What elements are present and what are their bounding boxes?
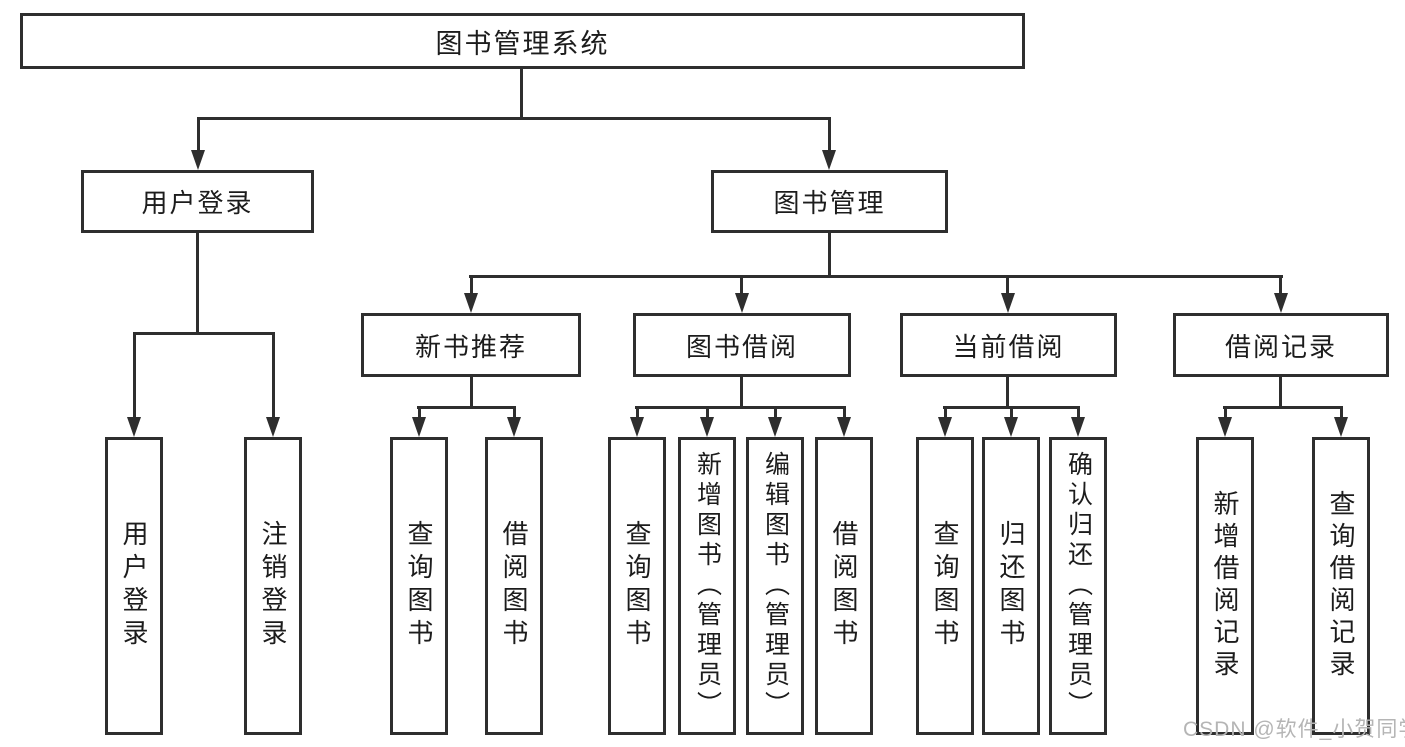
connector-line bbox=[197, 120, 200, 152]
connector-arrow bbox=[735, 293, 749, 313]
connector-line bbox=[470, 278, 473, 295]
connector-line bbox=[197, 117, 831, 120]
leaf-query-books-recommend: 查询图书 bbox=[390, 437, 448, 735]
node-borrowing-records: 借阅记录 bbox=[1173, 313, 1389, 377]
leaf-return-books: 归还图书 bbox=[982, 437, 1040, 735]
connector-line bbox=[133, 335, 136, 417]
node-book-borrowing: 图书借阅 bbox=[633, 313, 851, 377]
leaf-add-borrow-record-label: 新增借阅记录 bbox=[1210, 490, 1240, 682]
node-book-borrowing-label: 图书借阅 bbox=[685, 331, 798, 362]
node-root: 图书管理系统 bbox=[20, 13, 1025, 69]
connector-line bbox=[774, 409, 777, 419]
connector-line bbox=[513, 409, 516, 419]
node-current-borrowing: 当前借阅 bbox=[900, 313, 1117, 377]
connector-line bbox=[828, 120, 831, 152]
connector-line bbox=[196, 233, 199, 333]
connector-arrow bbox=[1001, 293, 1015, 313]
node-new-book-recommend-label: 新书推荐 bbox=[414, 331, 527, 362]
connector-arrow bbox=[412, 417, 426, 437]
leaf-edit-book-admin-label: 编辑图书（管理员） bbox=[761, 451, 790, 721]
connector-line bbox=[828, 233, 831, 276]
connector-line bbox=[1340, 409, 1343, 419]
leaf-logout: 注销登录 bbox=[244, 437, 302, 735]
connector-line bbox=[943, 406, 1080, 409]
node-current-borrowing-label: 当前借阅 bbox=[952, 331, 1065, 362]
leaf-add-book-admin: 新增图书（管理员） bbox=[678, 437, 736, 735]
connector-line bbox=[469, 275, 1283, 278]
leaf-query-borrow-record: 查询借阅记录 bbox=[1312, 437, 1370, 735]
leaf-query-books-borrowing: 查询图书 bbox=[608, 437, 666, 735]
leaf-user-login: 用户登录 bbox=[105, 437, 163, 735]
leaf-add-book-admin-label: 新增图书（管理员） bbox=[693, 451, 722, 721]
connector-arrow bbox=[1071, 417, 1085, 437]
connector-line bbox=[706, 409, 709, 419]
connector-line bbox=[843, 409, 846, 419]
connector-line bbox=[418, 409, 421, 419]
connector-line bbox=[1224, 409, 1227, 419]
node-book-management: 图书管理 bbox=[711, 170, 948, 233]
node-borrowing-records-label: 借阅记录 bbox=[1224, 331, 1337, 362]
leaf-query-borrow-record-label: 查询借阅记录 bbox=[1326, 490, 1356, 682]
leaf-logout-label: 注销登录 bbox=[258, 520, 288, 652]
connector-line bbox=[133, 332, 275, 335]
connector-arrow bbox=[1218, 417, 1232, 437]
connector-line bbox=[470, 377, 473, 407]
connector-line bbox=[636, 409, 639, 419]
connector-line bbox=[740, 278, 743, 295]
connector-line bbox=[1279, 278, 1282, 295]
connector-line bbox=[1010, 409, 1013, 419]
connector-arrow bbox=[630, 417, 644, 437]
leaf-confirm-return-admin: 确认归还（管理员） bbox=[1049, 437, 1107, 735]
connector-line bbox=[1077, 409, 1080, 419]
connector-arrow bbox=[1274, 293, 1288, 313]
connector-line bbox=[1006, 377, 1009, 407]
leaf-borrow-books-borrowing: 借阅图书 bbox=[815, 437, 873, 735]
connector-line bbox=[1006, 278, 1009, 295]
connector-line bbox=[520, 69, 523, 118]
leaf-borrow-books-recommend-label: 借阅图书 bbox=[499, 520, 529, 652]
node-root-label: 图书管理系统 bbox=[435, 28, 610, 59]
watermark: CSDN @软件_小贺同学 bbox=[1183, 718, 1405, 741]
connector-arrow bbox=[1334, 417, 1348, 437]
connector-line bbox=[1279, 377, 1282, 407]
node-book-management-label: 图书管理 bbox=[773, 188, 886, 218]
connector-arrow bbox=[822, 150, 836, 170]
leaf-add-borrow-record: 新增借阅记录 bbox=[1196, 437, 1254, 735]
leaf-query-books-recommend-label: 查询图书 bbox=[404, 520, 434, 652]
connector-arrow bbox=[768, 417, 782, 437]
leaf-query-books-borrowing-label: 查询图书 bbox=[622, 520, 652, 652]
node-new-book-recommend: 新书推荐 bbox=[361, 313, 581, 377]
connector-line bbox=[635, 406, 846, 409]
connector-arrow bbox=[700, 417, 714, 437]
connector-arrow bbox=[938, 417, 952, 437]
connector-line bbox=[944, 409, 947, 419]
connector-arrow bbox=[507, 417, 521, 437]
leaf-user-login-label: 用户登录 bbox=[119, 520, 149, 652]
connector-line bbox=[417, 406, 516, 409]
leaf-return-books-label: 归还图书 bbox=[996, 520, 1026, 652]
connector-arrow bbox=[464, 293, 478, 313]
connector-line bbox=[1223, 406, 1343, 409]
connector-arrow bbox=[127, 417, 141, 437]
connector-arrow bbox=[266, 417, 280, 437]
node-user-login-group-label: 用户登录 bbox=[141, 188, 254, 218]
connector-line bbox=[272, 335, 275, 417]
connector-arrow bbox=[191, 150, 205, 170]
leaf-query-books-current-label: 查询图书 bbox=[930, 520, 960, 652]
connector-arrow bbox=[1004, 417, 1018, 437]
connector-line bbox=[740, 377, 743, 407]
leaf-query-books-current: 查询图书 bbox=[916, 437, 974, 735]
leaf-edit-book-admin: 编辑图书（管理员） bbox=[746, 437, 804, 735]
leaf-borrow-books-borrowing-label: 借阅图书 bbox=[829, 520, 859, 652]
leaf-borrow-books-recommend: 借阅图书 bbox=[485, 437, 543, 735]
connector-arrow bbox=[837, 417, 851, 437]
leaf-confirm-return-admin-label: 确认归还（管理员） bbox=[1064, 451, 1093, 721]
node-user-login-group: 用户登录 bbox=[81, 170, 314, 233]
